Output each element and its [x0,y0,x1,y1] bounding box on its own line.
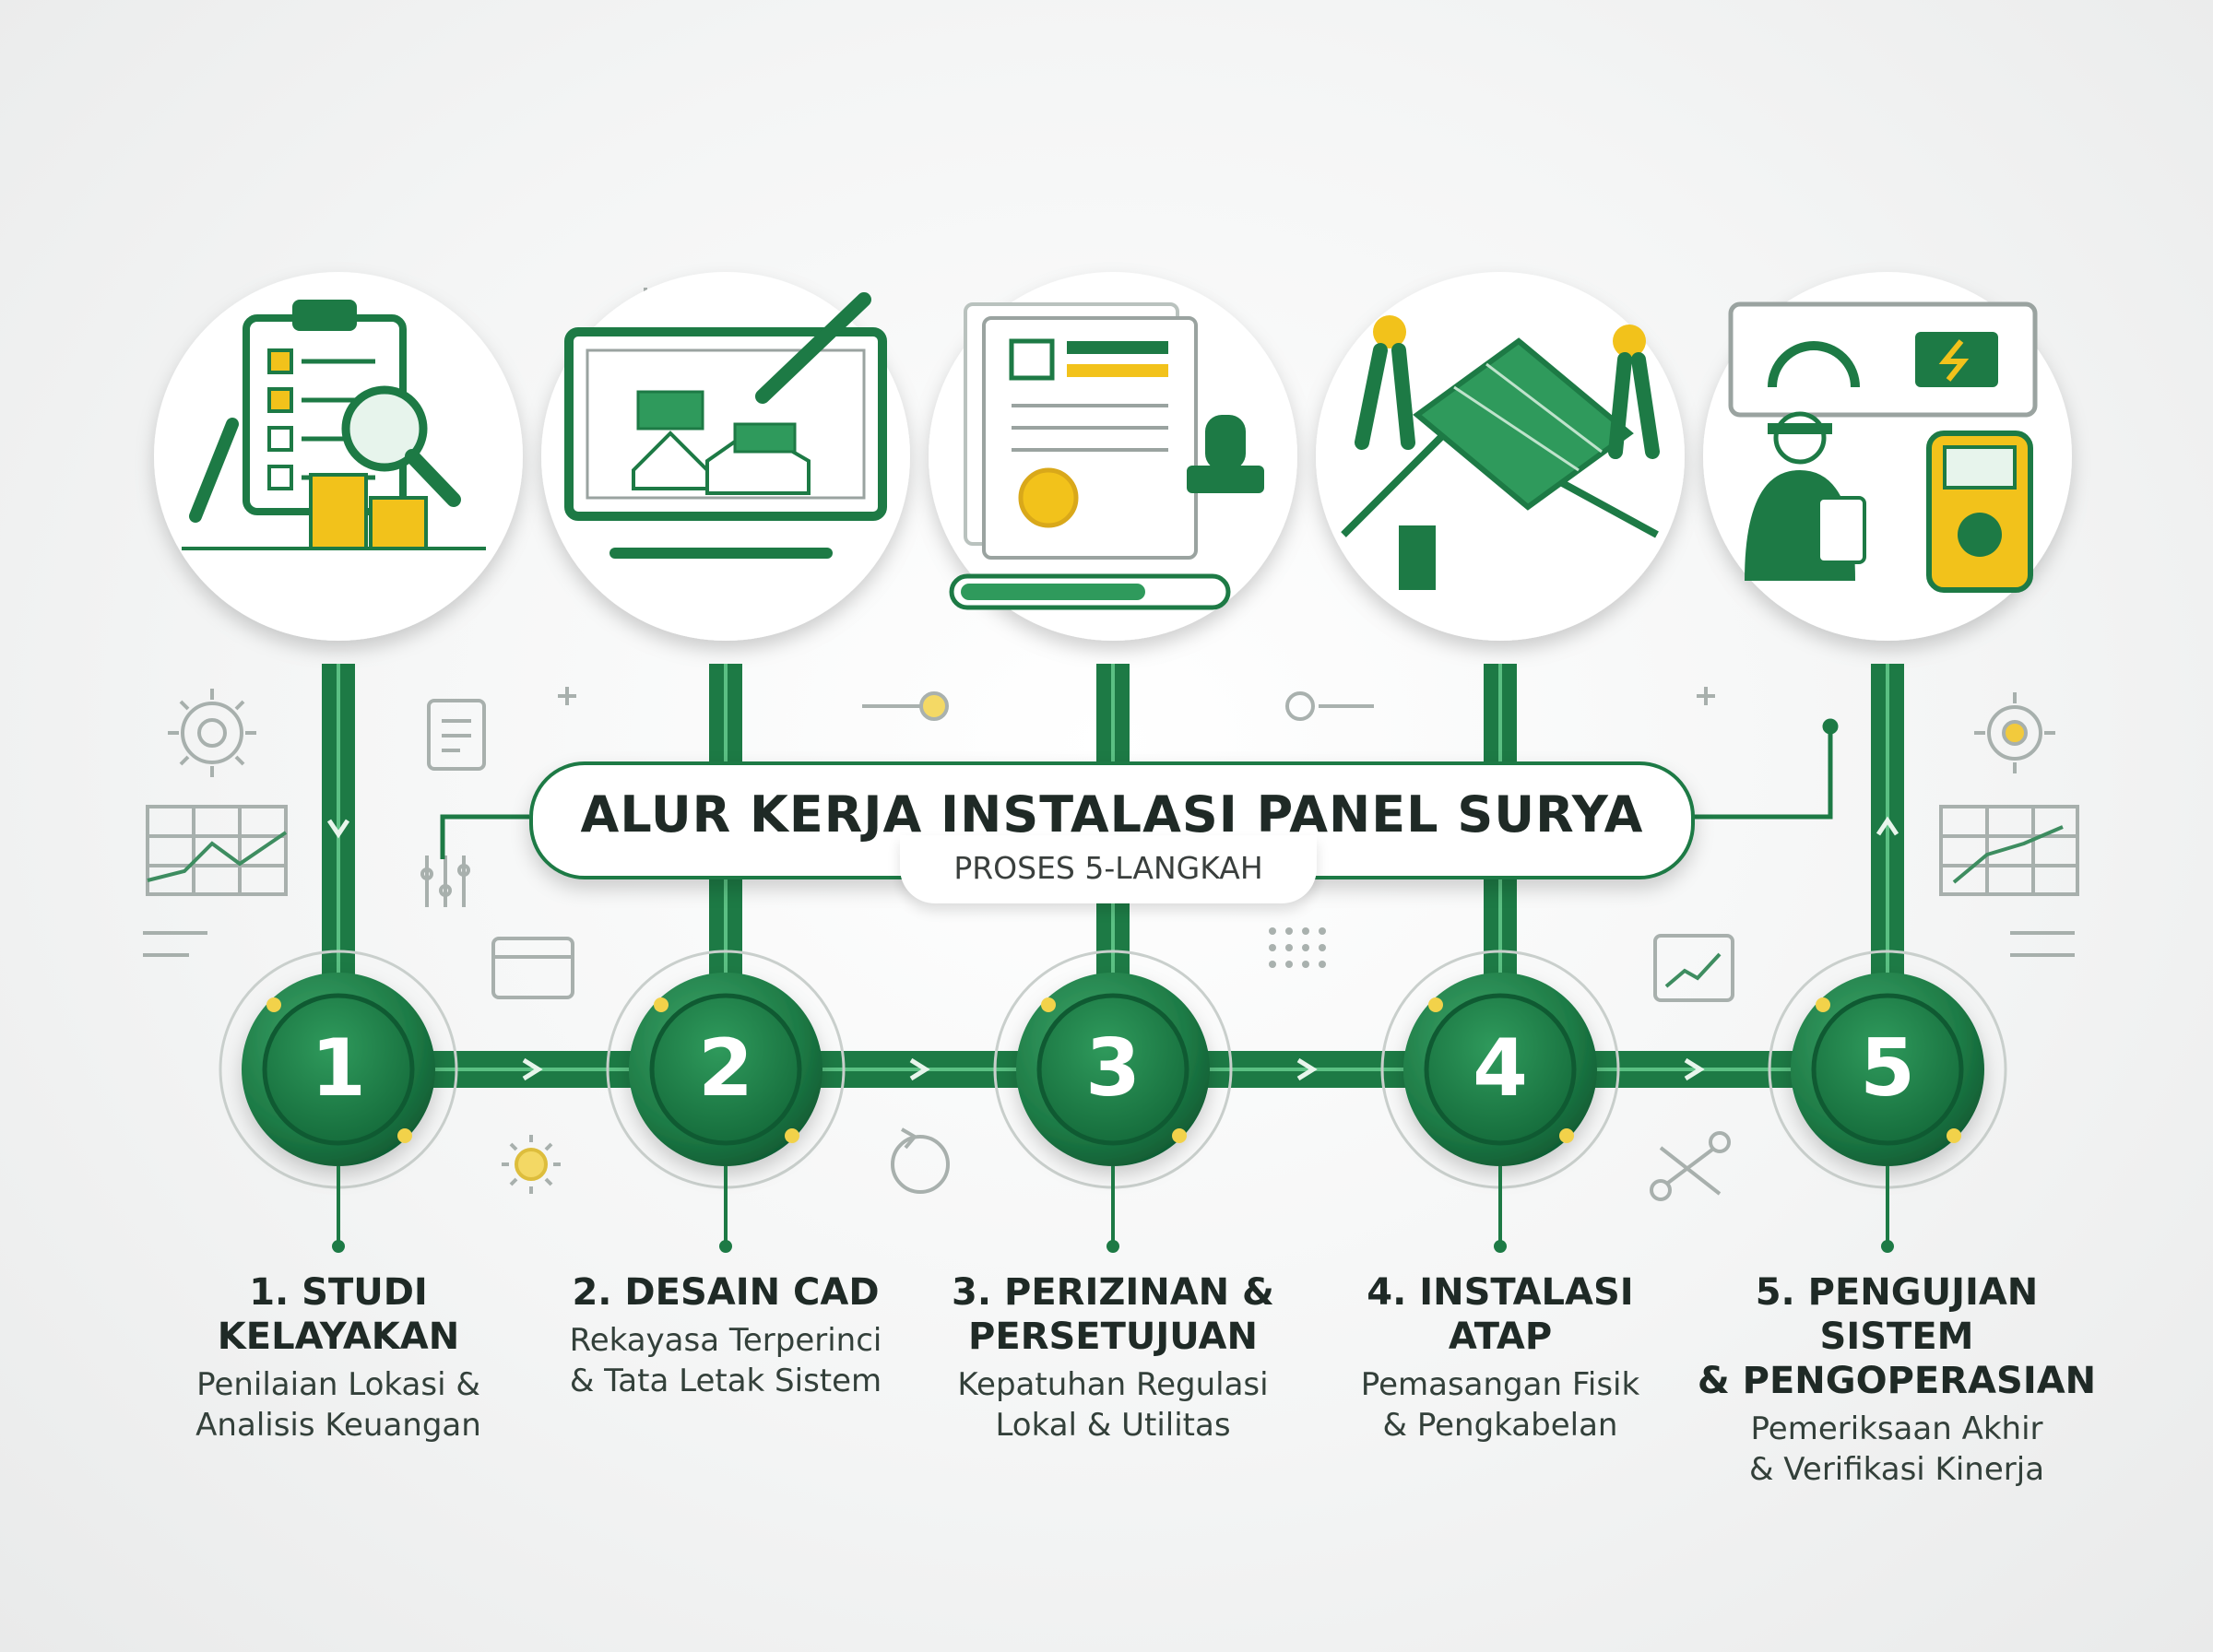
step-leader-dot-2 [719,1240,732,1253]
step-title-1: 1. STUDI KELAYAKAN [217,1271,460,1358]
step-leader-dot-5 [1881,1240,1894,1253]
node-light-3-b [1172,1128,1187,1143]
page-subtitle: PROSES 5-LANGKAH [953,850,1263,886]
step-desc-3: Kepatuhan Regulasi Lokal & Utilitas [957,1366,1269,1444]
step-number-4: 4 [1473,1022,1528,1115]
node-light-2-a [654,997,669,1012]
step-node-core-2 [649,993,802,1146]
step-desc-4: Pemasangan Fisik & Pengkabelan [1360,1366,1640,1444]
step-leader-dot-3 [1106,1240,1119,1253]
step-node-core-5 [1811,993,1964,1146]
step-2: 2 [541,272,910,1253]
node-light-1-a [266,997,281,1012]
step-desc-5: Pemeriksaan Akhir & Verifikasi Kinerja [1748,1410,2045,1488]
step-1: 1 [154,272,523,1253]
node-light-4-b [1559,1128,1574,1143]
node-light-5-b [1947,1128,1961,1143]
step-leader-dot-4 [1494,1240,1507,1253]
step-number-2: 2 [698,1022,753,1115]
step-label-1: 1. STUDI KELAYAKAN Penilaian Lokasi & An… [154,1270,523,1446]
step-node-core-4 [1424,993,1577,1146]
chart-window-icon [1653,934,1734,1002]
node-light-2-b [785,1128,799,1143]
scissors-icon [1650,1131,1731,1201]
step-5: 5 [1703,272,2072,1253]
permit-document-icon [949,302,1264,610]
page-title: ALUR KERJA INSTALASI PANEL SURYA [580,785,1644,844]
subtitle-tab [900,835,1317,903]
step-desc-2: Rekayasa Terperinci & Tata Letak Sistem [569,1322,882,1399]
title-connectors [440,718,1839,859]
node-light-5-a [1816,997,1830,1012]
step-node-core-1 [262,993,415,1146]
chart-grid-right-icon [1939,805,2079,896]
blueprint-design-icon [564,292,887,559]
step-title-5: 5. PENGUJIAN SISTEM & PENGOPERASIAN [1697,1271,2097,1402]
step-title-2: 2. DESAIN CAD [572,1271,880,1314]
dots-grid-icon [1269,927,1326,968]
step-number-3: 3 [1085,1022,1141,1115]
step-desc-1: Penilaian Lokasi & Analisis Keuangan [195,1366,481,1444]
clipboard-small-icon [427,699,486,771]
folder-icon [491,937,574,999]
step-number-1: 1 [311,1022,366,1115]
arrow-up-icon [1876,816,1899,836]
step-label-5: 5. PENGUJIAN SISTEM & PENGOPERASIAN Peme… [1685,1270,2109,1490]
node-light-1-b [397,1128,412,1143]
step-number-5: 5 [1860,1022,1915,1115]
step-leader-dot-1 [332,1240,345,1253]
lines-right-icon [2010,931,2075,957]
toggle-right-icon [1285,691,1374,721]
clipboard-inspection-icon [182,300,486,550]
node-light-4-a [1428,997,1443,1012]
step-label-2: 2. DESAIN CAD Rekayasa Terperinci & Tata… [541,1270,910,1401]
refresh-icon [891,1127,950,1194]
gear-icon [168,689,256,777]
gear-check-icon [1974,692,2055,773]
toggle-left-icon [862,691,949,721]
chart-grid-icon [146,805,288,896]
roof-installation-icon [1341,315,1660,590]
arrow-down-icon [326,819,350,839]
sliders-icon [420,856,470,907]
step-title-3: 3. PERIZINAN & PERSETUJUAN [952,1271,1274,1358]
step-label-4: 4. INSTALASI ATAP Pemasangan Fisik & Pen… [1316,1270,1685,1446]
node-light-3-a [1041,997,1056,1012]
sun-icon [502,1135,561,1194]
lines-icon [143,931,207,957]
step-title-4: 4. INSTALASI ATAP [1367,1271,1634,1358]
arrow-icons [522,1057,1705,1081]
step-node-core-3 [1036,993,1189,1146]
system-testing-icon [1728,301,2038,593]
step-label-3: 3. PERIZINAN & PERSETUJUAN Kepatuhan Reg… [929,1270,1297,1446]
